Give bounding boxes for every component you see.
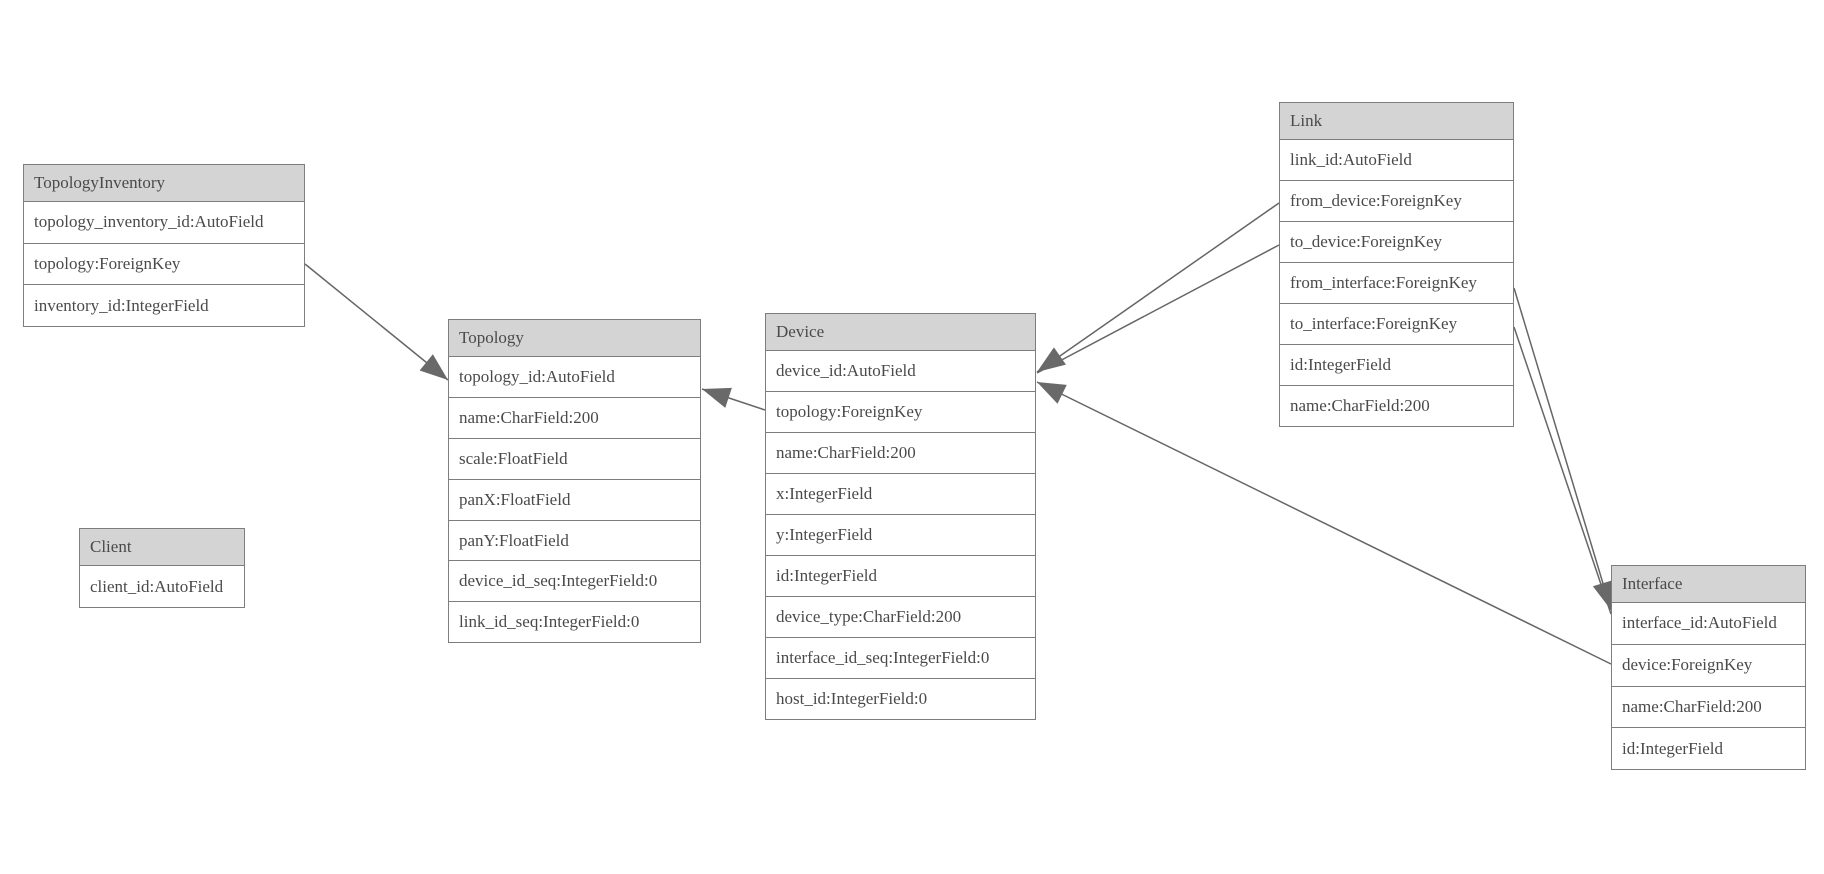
entity-field-topology-5: device_id_seq:IntegerField:0: [449, 560, 700, 602]
entity-field-device-4: y:IntegerField: [766, 514, 1035, 555]
entity-field-interface-2: name:CharField:200: [1612, 685, 1805, 728]
entity-field-topology-1: name:CharField:200: [449, 396, 700, 438]
arrowhead-link-from-interface-interface: [1592, 580, 1613, 610]
entity-field-device-5: id:IntegerField: [766, 555, 1035, 596]
arrowhead-device-topology: [702, 387, 732, 408]
entity-field-topology-inventory-1: topology:ForeignKey: [24, 242, 304, 285]
entity-field-client-0: client_id:AutoField: [80, 565, 244, 607]
entity-field-topology-2: scale:FloatField: [449, 437, 700, 479]
arrowhead-topologyinventory-topology: [419, 354, 448, 380]
entity-field-link-3: from_interface:ForeignKey: [1280, 262, 1513, 303]
connector-link-from-interface-interface: [1513, 287, 1612, 611]
entity-title-topology: Topology: [449, 320, 700, 356]
entity-title-link: Link: [1280, 103, 1513, 139]
entity-field-interface-3: id:IntegerField: [1612, 727, 1805, 769]
entity-field-link-0: link_id:AutoField: [1280, 139, 1513, 180]
connector-interface-device: [1036, 381, 1612, 665]
entity-field-link-5: id:IntegerField: [1280, 344, 1513, 385]
entity-field-topology-inventory-0: topology_inventory_id:AutoField: [24, 201, 304, 243]
connector-topologyinventory-topology: [304, 263, 449, 381]
arrowhead-link-from-device-device: [1037, 347, 1066, 372]
entity-title-topology-inventory: TopologyInventory: [24, 165, 304, 201]
connector-link-to-device-device: [1036, 244, 1280, 374]
entity-field-link-6: name:CharField:200: [1280, 385, 1513, 426]
entity-title-client: Client: [80, 529, 244, 565]
entity-field-device-3: x:IntegerField: [766, 473, 1035, 514]
connector-link-from-device-device: [1036, 202, 1280, 373]
entity-title-interface: Interface: [1612, 566, 1805, 602]
entity-field-device-8: host_id:IntegerField:0: [766, 678, 1035, 719]
entity-field-link-4: to_interface:ForeignKey: [1280, 303, 1513, 344]
entity-field-device-2: name:CharField:200: [766, 432, 1035, 473]
entity-field-link-2: to_device:ForeignKey: [1280, 221, 1513, 262]
arrowhead-interface-device: [1037, 382, 1067, 404]
entity-field-topology-inventory-2: inventory_id:IntegerField: [24, 284, 304, 327]
entity-field-device-1: topology:ForeignKey: [766, 391, 1035, 432]
entity-field-topology-3: panX:FloatField: [449, 478, 700, 520]
entity-field-interface-1: device:ForeignKey: [1612, 643, 1805, 686]
entity-title-device: Device: [766, 314, 1035, 350]
entity-field-topology-6: link_id_seq:IntegerField:0: [449, 601, 700, 643]
entity-field-topology-4: panY:FloatField: [449, 519, 700, 561]
entity-field-device-0: device_id:AutoField: [766, 350, 1035, 391]
entity-field-device-6: device_type:CharField:200: [766, 596, 1035, 637]
entity-field-link-1: from_device:ForeignKey: [1280, 180, 1513, 221]
entity-field-device-7: interface_id_seq:IntegerField:0: [766, 637, 1035, 678]
entity-field-topology-0: topology_id:AutoField: [449, 356, 700, 397]
entity-field-interface-0: interface_id:AutoField: [1612, 602, 1805, 644]
connector-link-to-interface-interface: [1513, 326, 1612, 615]
